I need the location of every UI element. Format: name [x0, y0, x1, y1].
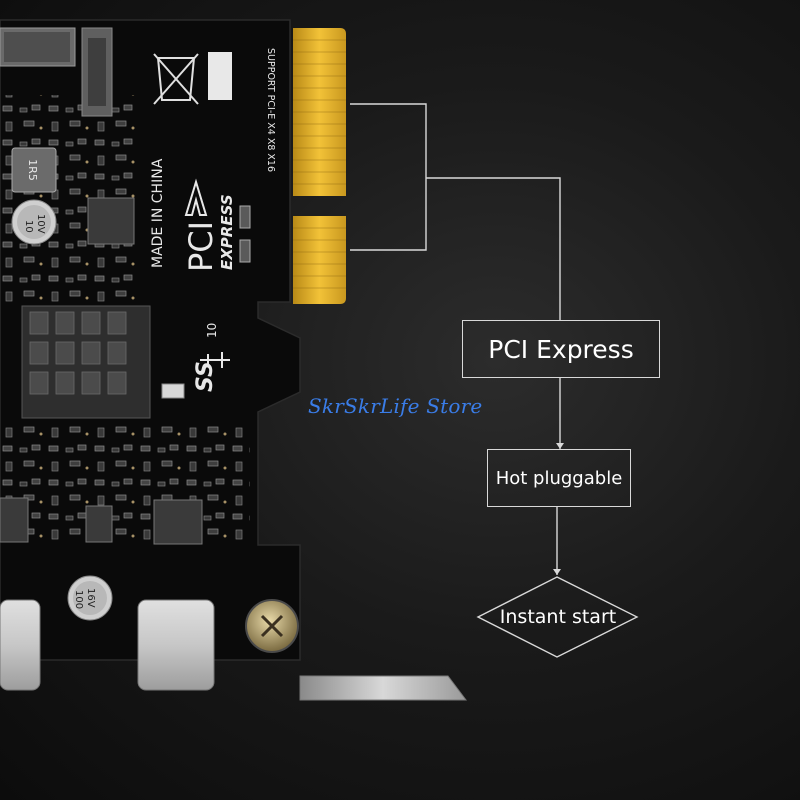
controller-chip-mid [85, 505, 113, 543]
arrow-head-1 [556, 443, 564, 449]
inductor: 1R5 [11, 147, 57, 193]
express-logo-text: EXPRESS [218, 194, 236, 270]
capacitor-bottom-line2: 16V [85, 588, 96, 608]
usb-c-port-right [137, 599, 215, 691]
sata-connector [0, 27, 113, 117]
capacitor-top-line2: 10V [35, 214, 46, 234]
ss-logo-text: SS [193, 361, 218, 392]
controller-chip-u1 [0, 497, 29, 543]
controller-chip-u7 [153, 499, 203, 545]
capacitor-bottom-line1: 100 [73, 590, 84, 609]
decision-diamond [476, 576, 639, 658]
pci-express-chevron-icon [184, 178, 208, 216]
pci-express-box: PCI Express [462, 320, 660, 378]
capacitor-bottom: 100 16V [67, 575, 113, 621]
usb-c-port-left [0, 599, 41, 691]
screw-icon [245, 599, 299, 653]
flowchart-lines [350, 103, 561, 575]
metal-bracket [299, 675, 467, 701]
weee-bin-icon [153, 52, 232, 105]
usb-trident-icon [200, 352, 230, 368]
store-watermark: SkrSkrLife Store [308, 394, 483, 418]
heatsink [21, 305, 151, 419]
gold-fingers [293, 28, 346, 304]
hot-pluggable-box: Hot pluggable [487, 449, 631, 507]
pci-logo-text: PCI [182, 221, 220, 272]
arrow-head-2 [553, 569, 561, 575]
ss-ten-text: 10 [205, 323, 219, 338]
smd-cap-c1 [239, 205, 251, 229]
controller-chip-top [87, 197, 135, 245]
capacitor-top-line1: 10 [23, 220, 34, 233]
component-field-bottom [0, 420, 250, 540]
crystal [161, 383, 185, 399]
inductor-mark: 1R5 [26, 159, 39, 181]
made-in-china-text: MADE IN CHINA [150, 158, 166, 268]
instant-start-label: Instant start [499, 606, 617, 628]
support-pcie-text: SUPPORT PCI-E X4 X8 X16 [265, 48, 276, 172]
smd-cap-c2 [239, 239, 251, 263]
usb-superspeed-logo: SS 10 [193, 323, 230, 392]
capacitor-top: 10 10V [11, 199, 57, 245]
